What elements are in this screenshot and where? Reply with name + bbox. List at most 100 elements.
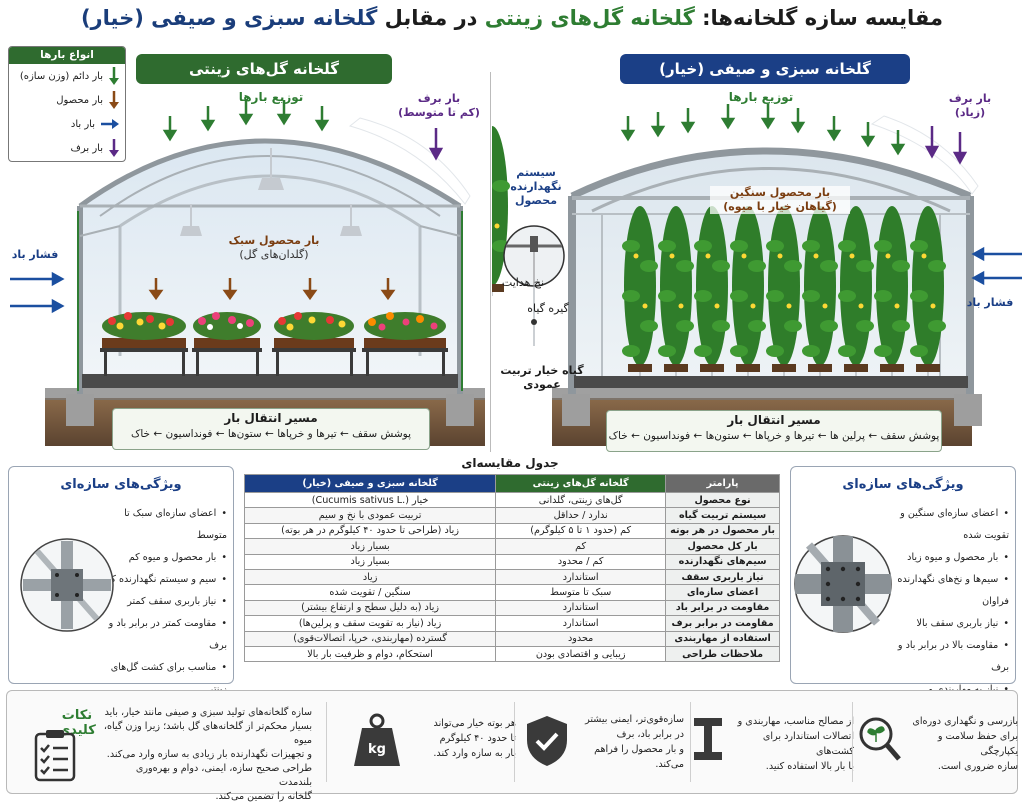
i-beam-icon xyxy=(694,718,722,760)
table-cell-ornamental: کم (حدود ۱ تا ۵ کیلوگرم) xyxy=(495,522,667,540)
table-header-ornamental: گلخانه گل‌های زینتی xyxy=(495,474,667,493)
ornamental-load-distribution-label: توزیع بارها xyxy=(238,90,304,104)
table-cell-vegetable: بسیار زیاد xyxy=(243,538,497,555)
legend-item-dead: بار دائم (وزن سازه) xyxy=(9,64,125,88)
feature-item: نیاز باربری سقف بالا xyxy=(887,613,1009,635)
feature-item: مقاومت کمتر در برابر باد و برف xyxy=(101,613,227,657)
shield-check-icon xyxy=(527,716,567,766)
title-ornamental: گلخانه گل‌های زینتی xyxy=(484,6,695,30)
arrow-down-icon xyxy=(109,67,119,85)
table-cell-param: بار کل محصول xyxy=(665,538,780,555)
ornamental-features-box: ویژگی‌های سازه‌ای اعضای سازه‌ای سبک تا م… xyxy=(8,466,234,695)
table-cell-vegetable: زیاد (به دلیل سطح و ارتفاع بیشتر) xyxy=(243,599,497,617)
vegetable-panel-header: گلخانه سبزی و صیفی (خیار) xyxy=(620,54,910,84)
table-cell-vegetable: استحکام، دوام و ظرفیت بار بالا xyxy=(243,645,497,663)
comparison-table: پارامتر گلخانه گل‌های زینتی گلخانه سبزی … xyxy=(243,474,780,663)
weight-kg-label: kg xyxy=(368,742,386,757)
feature-item: اعضای سازه‌ای سنگین و تقویت شده xyxy=(887,503,1009,547)
table-cell-param: استفاده از مهاربندی xyxy=(665,630,780,647)
ornamental-features-title: ویژگی‌های سازه‌ای xyxy=(60,477,182,492)
table-cell-param: ملاحظات طراحی xyxy=(665,645,780,663)
table-cell-ornamental: کم / محدود xyxy=(495,553,667,570)
ornamental-greenhouse-illustration xyxy=(10,100,485,446)
table-cell-param: مقاومت در برابر باد xyxy=(665,599,780,617)
table-cell-ornamental: ندارد / حداقل xyxy=(495,507,667,524)
page-title: مقایسه سازه گلخانه‌ها: گلخانه گل‌های زین… xyxy=(0,6,1024,30)
vegetable-features-title: ویژگی‌های سازه‌ای xyxy=(842,477,964,492)
ornamental-load-path-box: مسیر انتقال بار پوشش سقف ← تیرها و خرپاه… xyxy=(112,408,430,450)
ornamental-wind-label: فشار باد xyxy=(11,248,59,261)
feature-item: سیم و سیستم نگهدارنده کم xyxy=(101,569,227,591)
table-cell-vegetable: تربیت عمودی با نخ و سیم xyxy=(243,507,497,524)
table-cell-param: مقاومت در برابر برف xyxy=(665,615,780,632)
vegetable-features-box: ویژگی‌های سازه‌ای اعضای سازه‌ای سنگین و … xyxy=(790,466,1016,717)
comparison-table-title: جدول مقایسه‌ای xyxy=(461,456,559,470)
table-cell-vegetable: خیار (.Cucumis sativus L) xyxy=(243,491,497,509)
dead-load-arrows xyxy=(162,100,330,142)
table-cell-ornamental: سبک تا متوسط xyxy=(495,584,667,601)
table-cell-ornamental: استاندارد xyxy=(495,568,667,586)
vegetable-snow-label: بار برف(زیاد) xyxy=(948,92,992,119)
ornamental-snow-label: بار برف(کم تا متوسط) xyxy=(398,92,480,119)
table-cell-param: نوع محصول xyxy=(665,491,780,509)
vegetable-wind-label: فشار باد xyxy=(966,296,1014,309)
feature-item: بار محصول و میوه کم xyxy=(101,547,227,569)
table-cell-ornamental: زیبایی و اقتصادی بودن xyxy=(495,645,667,663)
arrow-down-icon xyxy=(109,91,119,109)
title-mid: در مقابل xyxy=(384,6,478,30)
table-header-param: پارامتر xyxy=(665,474,780,493)
table-cell-vegetable: گسترده (مهاربندی، خرپا، اتصالات‌قوی) xyxy=(243,630,497,647)
legend-item-snow: بار برف xyxy=(9,136,125,160)
table-cell-vegetable: بسیار زیاد xyxy=(243,553,497,570)
legend-item-crop: بار محصول xyxy=(9,88,125,112)
table-header-vegetable: گلخانه سبزی و صیفی (خیار) xyxy=(243,474,497,493)
table-cell-param: سیستم تربیت گیاه xyxy=(665,507,780,524)
feature-item: سیم‌ها و نخ‌های نگهدارنده فراوان xyxy=(887,569,1009,613)
arrow-down-icon xyxy=(109,139,119,157)
feature-item: بار محصول و میوه زیاد xyxy=(887,547,1009,569)
table-cell-vegetable: زیاد (طراحی تا حدود ۴۰ کیلوگرم در هر بوت… xyxy=(243,522,497,540)
separator xyxy=(514,702,515,782)
feature-item: مقاومت بالا در برابر باد و برف xyxy=(887,635,1009,679)
heavy-joint-icon xyxy=(794,535,892,633)
arrow-right-icon xyxy=(101,119,119,129)
table-cell-param: اعضای سازه‌ای xyxy=(665,584,780,601)
table-cell-ornamental: کم xyxy=(495,538,667,555)
title-prefix: مقایسه سازه گلخانه‌ها: xyxy=(702,6,944,30)
vegetable-load-path-box: مسیر انتقال بار پوشش سقف ← پرلین ها ← تی… xyxy=(606,410,942,452)
vegetable-greenhouse-illustration xyxy=(492,104,1022,446)
separator xyxy=(852,702,853,782)
table-cell-ornamental: استاندارد xyxy=(495,599,667,617)
table-cell-ornamental: استاندارد xyxy=(495,615,667,632)
table-cell-param: بار محصول در هر بوته xyxy=(665,522,780,540)
guide-rope-label: نخ هدایت xyxy=(501,276,545,289)
table-cell-param: سیم‌های نگهدارنده xyxy=(665,553,780,570)
vegetable-load-distribution-label: توزیع بارها xyxy=(728,90,794,104)
table-cell-ornamental: محدود xyxy=(495,630,667,647)
title-vegetable: گلخانه سبزی و صیفی (خیار) xyxy=(80,6,378,30)
feature-item: نیاز باربری سقف کمتر xyxy=(101,591,227,613)
separator xyxy=(326,702,327,782)
light-joint-icon xyxy=(20,538,114,632)
magnifier-plant-icon xyxy=(859,717,901,761)
ornamental-panel-header: گلخانه گل‌های زینتی xyxy=(136,54,392,84)
table-cell-vegetable: سنگین / تقویت شده xyxy=(243,584,497,601)
key-points-text: سازه گلخانه‌های تولید سبزی و صیفی مانند … xyxy=(103,707,312,802)
weight-icon xyxy=(354,713,400,766)
vegetable-crop-load-label: بار محصول سنگین(گیاهان خیار با میوه) xyxy=(710,186,850,214)
